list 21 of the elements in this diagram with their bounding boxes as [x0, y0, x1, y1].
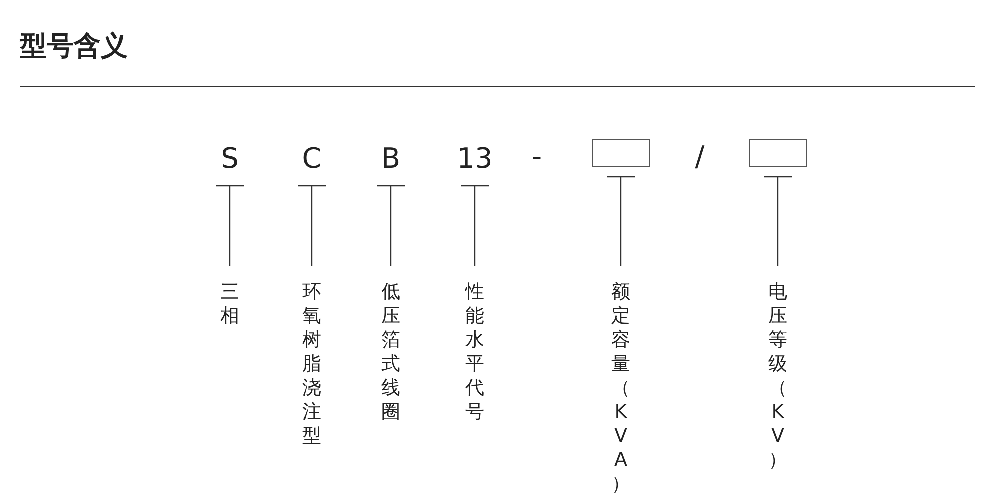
leader-line — [215, 185, 245, 267]
meaning-text: 电压等级（KV） — [767, 280, 789, 472]
code-letter: S — [200, 142, 260, 176]
page-title: 型号含义 — [20, 30, 128, 64]
meaning-text: 额定容量（KVA） — [610, 280, 632, 496]
code-letter: C — [282, 142, 342, 176]
leader-line — [297, 185, 327, 267]
code-letter: 13 — [445, 142, 505, 176]
separator-symbol: - — [530, 140, 544, 174]
meaning-text: 性能水平代号 — [464, 280, 486, 424]
leader-line — [763, 176, 793, 267]
leader-line — [606, 176, 636, 267]
code-letter: B — [361, 142, 421, 176]
meaning-text: 环氧树脂浇注型 — [301, 280, 323, 448]
blank-box — [749, 139, 807, 167]
meaning-text: 低压箔式线圈 — [380, 280, 402, 424]
blank-box — [592, 139, 650, 167]
separator-symbol: / — [694, 140, 706, 174]
leader-line — [460, 185, 490, 267]
meaning-text: 三相 — [219, 280, 241, 328]
leader-line — [376, 185, 406, 267]
